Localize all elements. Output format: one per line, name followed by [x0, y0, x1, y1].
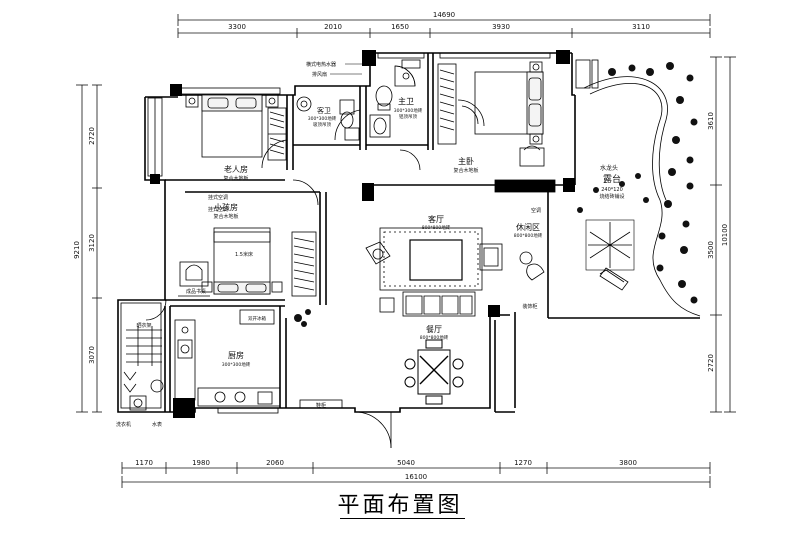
living-name: 客厅 [428, 214, 444, 224]
dim-right-3: 2720 [707, 354, 715, 372]
dining-furniture [404, 339, 464, 405]
master-bed-name: 主卧 [458, 156, 474, 166]
label-washer: 洗衣机 [116, 421, 131, 428]
dim-bottom-1: 1170 [135, 459, 153, 467]
elder-room-name: 老人房 [224, 164, 248, 174]
bathroom-fixtures [296, 59, 421, 141]
dim-right-1: 3610 [707, 112, 715, 130]
dim-left-2: 3120 [88, 234, 96, 252]
dimension-bottom [121, 462, 711, 488]
living-furniture [365, 227, 545, 317]
elder-room-furniture [185, 94, 287, 161]
terrace-floor-size: 240*120 [601, 187, 623, 193]
dim-top-1: 3300 [228, 23, 246, 31]
dim-right-total: 10100 [721, 224, 729, 246]
dim-bottom-2: 1980 [192, 459, 210, 467]
windows [120, 52, 556, 414]
label-shoe-cabinet: 鞋柜 [316, 402, 326, 409]
master-bath-name: 主卫 [398, 96, 414, 106]
title-underline [340, 518, 465, 519]
laundry-fixtures [123, 326, 164, 411]
dim-left-total: 9210 [73, 241, 81, 259]
dining-name: 餐厅 [426, 325, 442, 334]
small-room-name: 小孩房 [214, 202, 238, 212]
label-bed-size: 1.5米床 [235, 251, 253, 258]
label-ac-2: 挂式空调 [208, 206, 228, 213]
label-water-pipe: 水表 [152, 421, 162, 428]
terrace-plants [294, 62, 698, 327]
label-tap: 水龙头 [600, 164, 618, 172]
elder-room-floor: 复合木地板 [223, 175, 248, 182]
guest-bath-name: 客卫 [317, 106, 331, 115]
dimension-right [710, 56, 736, 413]
dim-top-4: 3930 [492, 23, 510, 31]
dim-top-5: 3110 [632, 23, 650, 31]
guest-bath-ceiling: 吸顶吊顶 [313, 122, 331, 128]
terrace-name: 露台 [603, 173, 621, 185]
dim-bottom-5: 1270 [514, 459, 532, 467]
master-bath-floor: 300*300地砖 [394, 107, 423, 114]
small-room-furniture [178, 227, 317, 297]
dimension-top [177, 14, 711, 38]
master-bath-ceiling: 铝顶吊顶 [399, 113, 417, 120]
dim-bottom-3: 2060 [266, 459, 284, 467]
leisure-name: 休闲区 [516, 222, 540, 232]
master-bed-floor: 复合木地板 [453, 167, 478, 174]
kitchen-floor: 300*300地砖 [222, 361, 251, 368]
guest-bath-floor: 300*300地砖 [308, 115, 337, 122]
kitchen-name: 厨房 [228, 350, 244, 360]
dim-top-3: 1650 [391, 23, 409, 31]
dim-top-2: 2010 [324, 23, 342, 31]
label-partition: 装饰柜 [522, 303, 537, 310]
small-room-floor: 复合木地板 [213, 213, 238, 220]
terrace-floor: 烧结砖铺设 [599, 193, 624, 200]
drawing-title: 平面布置图 [337, 493, 463, 518]
doors [145, 65, 421, 449]
terrace-garden [583, 76, 701, 317]
dim-left-1: 2720 [88, 127, 96, 145]
label-ac-3: 空调 [531, 207, 541, 214]
label-water-heater: 横式电热水器 [306, 61, 336, 68]
label-balcony: 晒衣架 [136, 322, 151, 329]
dim-right-2: 3500 [707, 241, 715, 259]
kitchen-furniture [174, 309, 343, 409]
dining-floor: 800*800地砖 [420, 334, 449, 341]
living-floor: 800*800地砖 [422, 224, 451, 231]
dim-bottom-6: 3800 [619, 459, 637, 467]
dimension-left [76, 84, 102, 413]
dim-top-total: 14690 [433, 11, 455, 19]
structural-columns [150, 50, 575, 418]
dim-bottom-total: 16100 [405, 473, 427, 481]
master-bed-furniture [437, 59, 599, 167]
dim-bottom-4: 5040 [397, 459, 415, 467]
leisure-floor: 800*800地砖 [514, 232, 543, 239]
label-fridge: 双开冰箱 [248, 315, 266, 322]
label-bookcase: 成品书桌 [186, 288, 206, 295]
label-exhaust-fan: 排风扇 [312, 71, 327, 78]
label-ac-1: 挂式空调 [208, 194, 228, 201]
dim-left-3: 3070 [88, 346, 96, 364]
